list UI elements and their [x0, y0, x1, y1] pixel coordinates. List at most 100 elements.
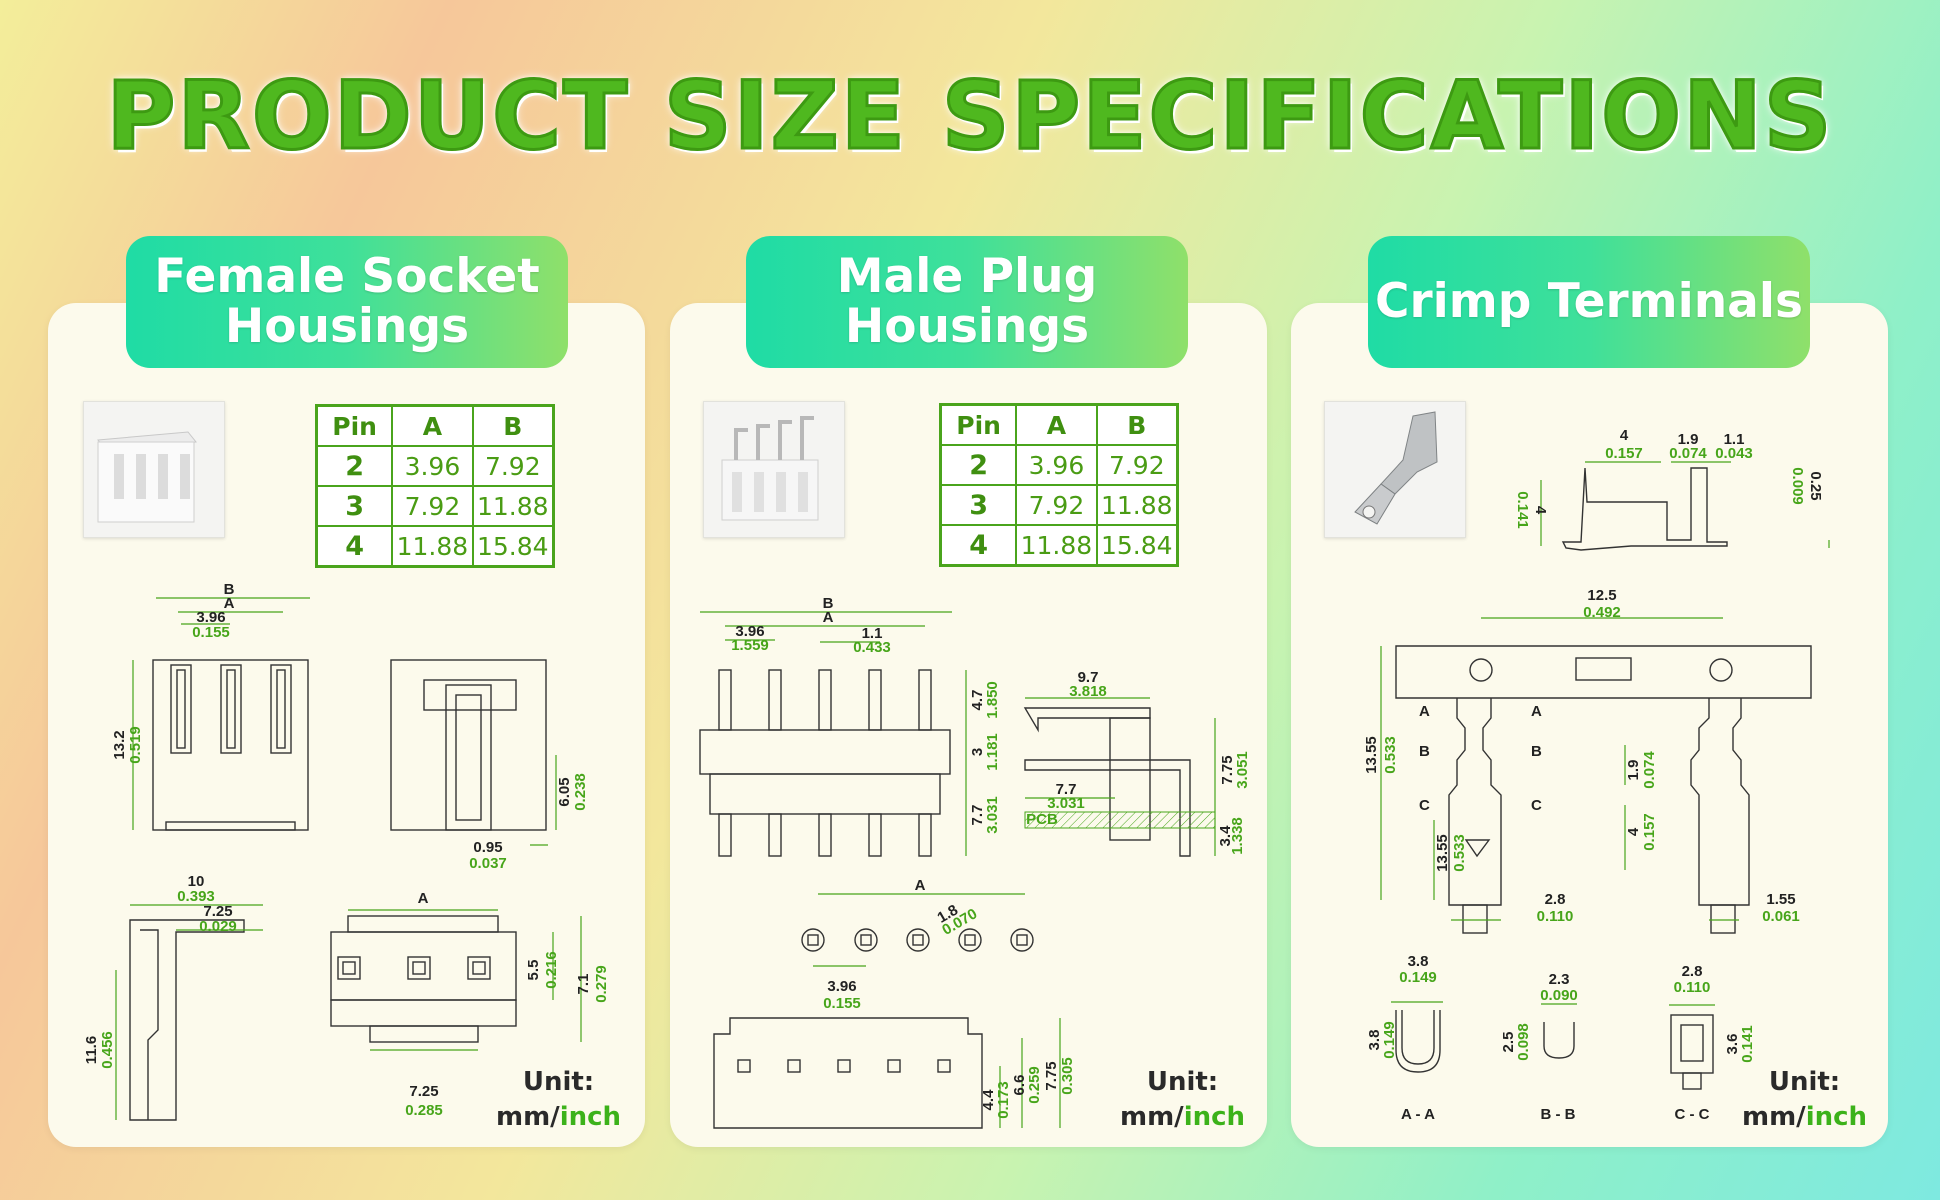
- table-cell: 3.96: [1015, 444, 1098, 486]
- dim-label: 7.7: [1056, 781, 1077, 798]
- male-plug-front-view: B A 3.96 1.559 1.1 0.433 4.7 1.850 3 1.1…: [699, 595, 1001, 857]
- dim-label: 12.5: [1587, 587, 1616, 604]
- male-plug-unit: Unit: mm/inch: [1120, 1065, 1245, 1135]
- male-plug-image: [721, 416, 819, 521]
- dim-label: A: [418, 890, 429, 907]
- dim-label: 0.173: [995, 1081, 1012, 1119]
- female-socket-profile-view: 10 0.393 7.25 0.029 11.6 0.456: [83, 873, 263, 1121]
- dim-label: 10: [188, 873, 205, 890]
- dim-label: 1.338: [1229, 817, 1246, 855]
- tag-line2: Housings: [844, 299, 1090, 354]
- dim-label: 1.9: [1678, 431, 1699, 448]
- table-header-row: Pin A B: [939, 403, 1179, 446]
- table-header: Pin: [939, 403, 1018, 446]
- dim-label: 0.285: [405, 1102, 443, 1119]
- unit-label: Unit:: [1768, 1067, 1841, 1097]
- unit-inch: inch: [1183, 1102, 1246, 1132]
- dim-label: 4.4: [980, 1089, 997, 1111]
- dim-label: 3.8: [1408, 953, 1429, 970]
- table-cell: 15.84: [1095, 524, 1179, 567]
- dim-label: 1.181: [984, 733, 1001, 771]
- dim-label: 0.216: [543, 951, 560, 989]
- female-socket-image: [97, 431, 197, 523]
- table-cell: 11.88: [1015, 524, 1098, 567]
- crimp-terminal-unit: Unit: mm/inch: [1742, 1065, 1867, 1135]
- unit-label: Unit:: [1146, 1067, 1219, 1097]
- crimp-terminal-image: [1354, 411, 1438, 525]
- unit-mm: mm/: [1120, 1102, 1184, 1132]
- dim-label: 7.1: [575, 974, 592, 995]
- dim-label: 6.05: [556, 777, 573, 806]
- dim-label: 0.029: [199, 918, 237, 935]
- dim-label: 7.75: [1043, 1061, 1060, 1090]
- dim-label: A: [224, 595, 235, 612]
- male-plug-side-view: 9.7 3.818 7.7 3.031 PCB 7.75 3.051 3.4 1…: [1023, 669, 1251, 857]
- dim-label: 6.6: [1011, 1075, 1028, 1096]
- female-socket-front-view: B A 3.96 0.155 13.2 0.519: [111, 581, 310, 831]
- dim-label: 4: [1532, 506, 1549, 515]
- crimp-terminal-section-views: 3.8 0.149 3.8 0.149 A - A 2.3 0.090 2.5 …: [1366, 953, 1756, 1123]
- table-cell: 11.88: [1095, 484, 1179, 526]
- dim-label: 1.9: [1625, 760, 1642, 781]
- section-marker: C: [1531, 797, 1542, 814]
- dim-label: 3.96: [196, 609, 225, 626]
- unit-mm: mm/: [496, 1102, 560, 1132]
- dim-label: 0.25: [1807, 471, 1824, 500]
- male-plug-hole-view: A 1.8 0.070 3.96 0.155: [801, 877, 1034, 1012]
- dim-label: 2.8: [1545, 891, 1566, 908]
- table-cell: 2: [939, 444, 1018, 486]
- section-marker: C: [1419, 797, 1430, 814]
- dim-label: 9.7: [1078, 669, 1099, 686]
- female-socket-unit: Unit: mm/inch: [496, 1065, 621, 1135]
- dim-label: 0.074: [1669, 445, 1707, 462]
- dim-label: 0.259: [1026, 1066, 1043, 1104]
- table-row: 4 11.88 15.84: [315, 525, 555, 568]
- dim-label: 4: [1625, 827, 1642, 836]
- table-header: B: [1095, 403, 1179, 446]
- dim-label: 0.037: [469, 855, 507, 872]
- section-marker: A: [1419, 703, 1430, 720]
- table-cell: 3.96: [391, 445, 474, 487]
- unit-label: Unit:: [522, 1067, 595, 1097]
- dim-label: 7.7: [969, 805, 986, 826]
- male-plug-spec-table: Pin A B 2 3.96 7.92 3 7.92 11.88 4 11.88…: [939, 403, 1179, 567]
- table-cell: 11.88: [391, 525, 474, 568]
- table-row: 4 11.88 15.84: [939, 524, 1179, 567]
- dim-label: 0.305: [1059, 1057, 1076, 1095]
- dim-label: 13.55: [1363, 736, 1380, 774]
- dim-label: 3.818: [1069, 683, 1107, 700]
- unit-inch: inch: [559, 1102, 622, 1132]
- dim-label: 1.1: [1724, 431, 1745, 448]
- crimp-terminal-photo: [1324, 401, 1466, 538]
- table-row: 3 7.92 11.88: [939, 484, 1179, 526]
- female-socket-photo: [83, 401, 225, 538]
- dim-label: 0.155: [192, 624, 230, 641]
- dim-label: 3.051: [1234, 751, 1251, 789]
- male-plug-bottom-view: 4.4 0.173 6.6 0.259 7.75 0.305: [713, 1017, 1076, 1129]
- dim-label: 0.157: [1605, 445, 1643, 462]
- table-header: Pin: [315, 404, 394, 447]
- dim-label: 0.533: [1451, 834, 1468, 872]
- dim-label: 0.110: [1537, 908, 1574, 925]
- dim-label: 13.2: [111, 730, 128, 759]
- table-cell: 7.92: [1015, 484, 1098, 526]
- dim-label: 1.850: [984, 681, 1001, 719]
- dim-label: 3.6: [1724, 1034, 1741, 1055]
- table-cell: 7.92: [1095, 444, 1179, 486]
- dim-label: 0.061: [1762, 908, 1800, 925]
- dim-label: 4: [1620, 427, 1629, 444]
- table-cell: 4: [939, 524, 1018, 567]
- dim-label: 0.95: [473, 839, 502, 856]
- dim-label: A: [823, 609, 834, 626]
- pcb-label: PCB: [1026, 811, 1058, 828]
- dim-label: 1.1: [862, 625, 883, 642]
- male-plug-photo: [703, 401, 845, 538]
- dim-label: 2.3: [1549, 971, 1570, 988]
- female-socket-top-view: A 5.5 0.216 7.1 0.279 7.25 0.285: [330, 890, 610, 1119]
- dim-label: 2.8: [1682, 963, 1703, 980]
- tag-line1: Crimp Terminals: [1375, 274, 1803, 329]
- table-cell: 3: [315, 485, 394, 527]
- dim-label: 3.031: [1047, 795, 1085, 812]
- table-header: A: [391, 404, 474, 447]
- dim-label: B: [823, 595, 834, 612]
